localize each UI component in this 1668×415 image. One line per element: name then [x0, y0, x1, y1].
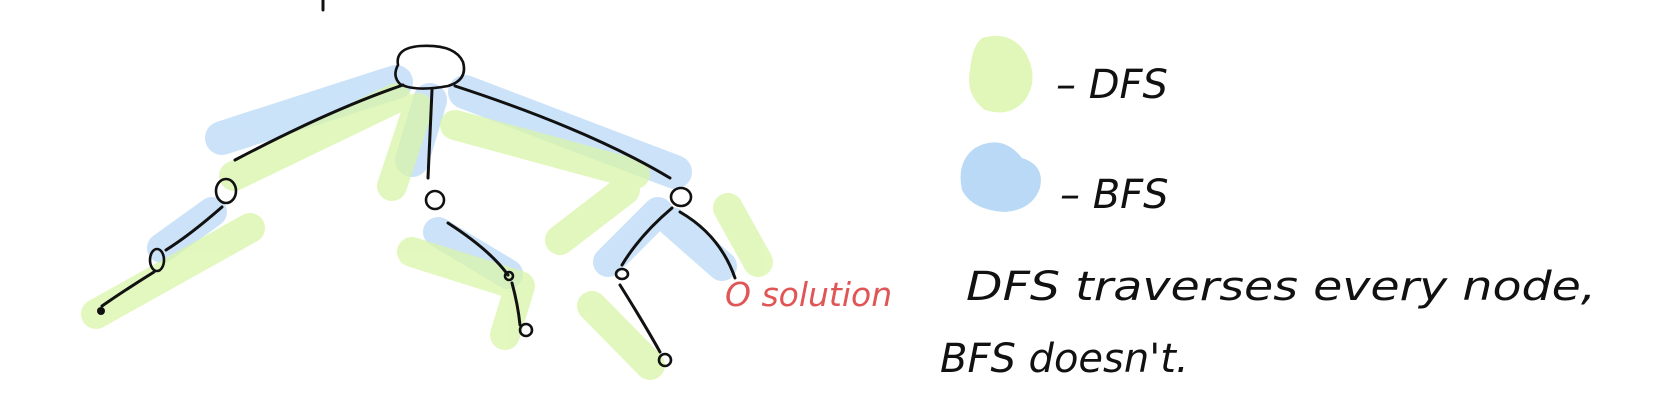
edge-root-b	[426, 88, 434, 180]
edge-c-c2	[678, 210, 737, 280]
tree-node	[614, 267, 630, 281]
edge-root-c	[453, 84, 672, 180]
tree-node-leaf	[97, 307, 105, 315]
legend: – DFS – BFS	[960, 35, 1169, 218]
tree-edges	[100, 83, 737, 354]
tree-node	[503, 270, 515, 282]
solution-marker-label: O solution	[725, 275, 892, 314]
note-line-2: BFS doesn't.	[940, 336, 1189, 382]
tree-node-root	[394, 44, 466, 90]
edge-b1-leaf	[510, 281, 522, 327]
edge-c-c1	[620, 206, 674, 267]
dfs-legend-swatch	[969, 35, 1033, 113]
tree-node-leaf	[657, 352, 673, 368]
tree-node	[669, 186, 693, 208]
tree-nodes	[97, 44, 693, 368]
bfs-legend-label: – BFS	[1060, 172, 1169, 218]
edge-c1-leaf	[618, 283, 662, 354]
edge-a1-leaf	[100, 270, 156, 308]
bfs-legend-swatch	[960, 142, 1041, 212]
dfs-legend-label: – DFS	[1056, 62, 1168, 108]
edge-b-b1	[446, 221, 510, 277]
tree-node	[424, 189, 446, 211]
tree-node	[148, 247, 166, 273]
edge-a-a1	[164, 205, 224, 252]
tree-node	[214, 177, 238, 205]
tree-node-leaf	[518, 322, 534, 338]
dfs-highlight-path	[81, 83, 773, 380]
edge-root-a	[233, 83, 405, 162]
note-line-1: DFS traverses every node,	[966, 264, 1596, 310]
